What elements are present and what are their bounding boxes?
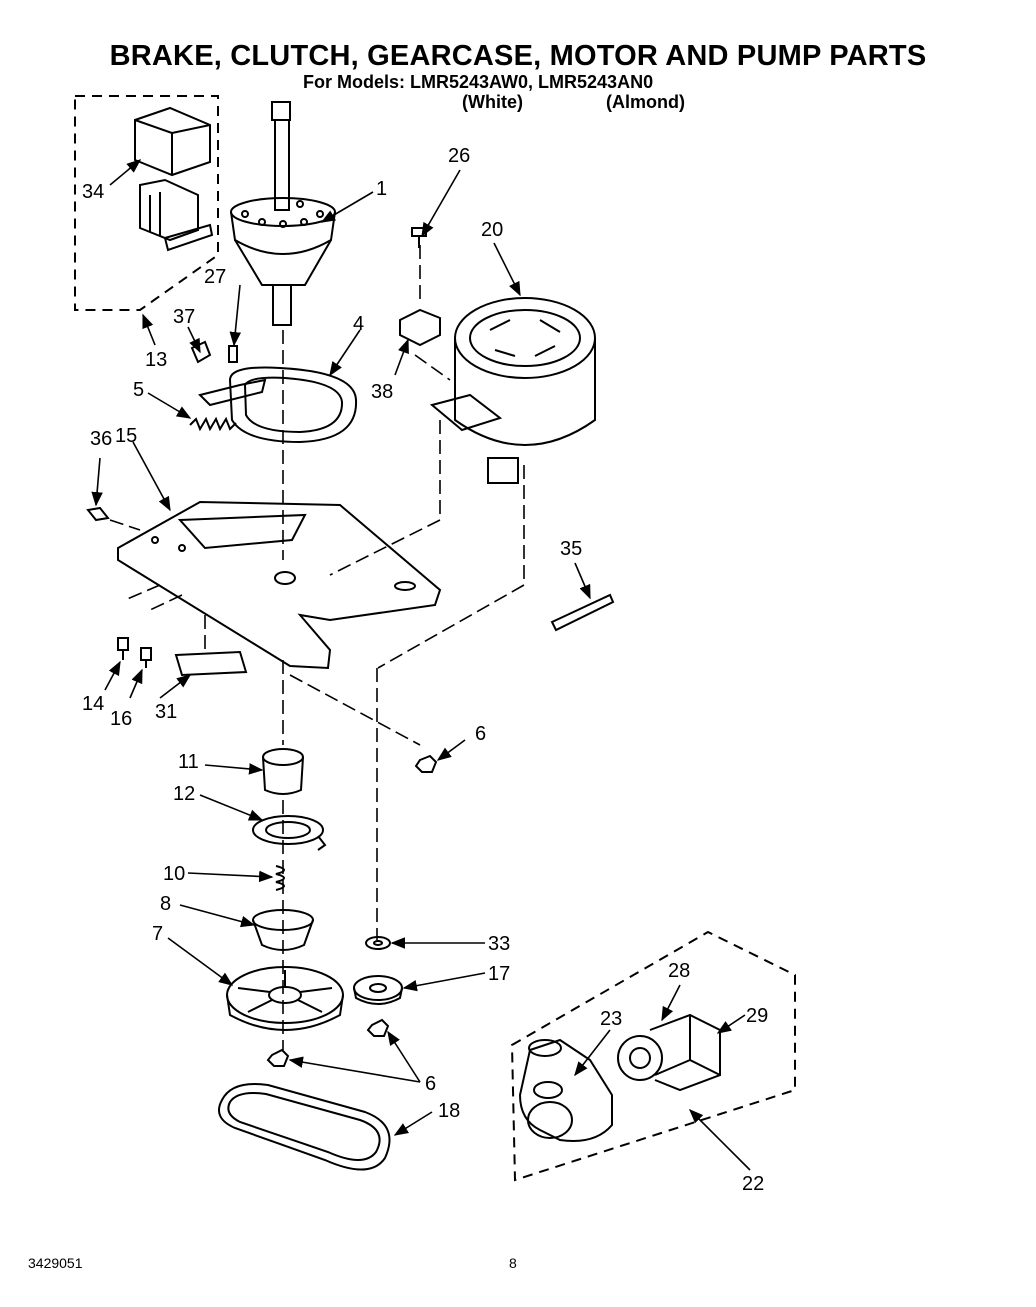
assembly-centerlines bbox=[109, 245, 525, 1050]
part-1-gearcase bbox=[230, 101, 336, 326]
part-37-clip bbox=[190, 340, 212, 364]
callout-12: 12 bbox=[173, 783, 195, 805]
callout-17: 17 bbox=[488, 963, 510, 985]
part-27-pin bbox=[228, 345, 238, 363]
callout-5: 5 bbox=[133, 379, 144, 401]
page-title: BRAKE, CLUTCH, GEARCASE, MOTOR AND PUMP … bbox=[109, 40, 927, 72]
part-34-relay-cover bbox=[134, 106, 214, 252]
callout-4: 4 bbox=[353, 313, 364, 335]
callout-14: 14 bbox=[82, 693, 104, 715]
part-7-pulley bbox=[226, 966, 344, 1031]
callout-leaders bbox=[91, 159, 751, 1171]
callout-31: 31 bbox=[155, 701, 177, 723]
part-14-screw bbox=[117, 637, 129, 660]
part-18-belt bbox=[218, 1083, 391, 1171]
part-36-bolt bbox=[86, 506, 110, 522]
part-5-spring bbox=[189, 416, 237, 432]
part-20-motor bbox=[429, 297, 596, 484]
callout-26: 26 bbox=[448, 145, 470, 167]
footer-page-number: 8 bbox=[509, 1255, 517, 1271]
callout-13: 13 bbox=[145, 349, 167, 371]
part-6-nut-upper bbox=[414, 754, 438, 773]
callout-20: 20 bbox=[481, 219, 503, 241]
callout-16: 16 bbox=[110, 708, 132, 730]
callout-38: 38 bbox=[371, 381, 393, 403]
part-10-spring bbox=[275, 865, 285, 891]
callout-35: 35 bbox=[560, 538, 582, 560]
part-38-bracket bbox=[399, 308, 441, 347]
group-box-22 bbox=[510, 930, 796, 1182]
callout-8: 8 bbox=[160, 893, 171, 915]
callout-1: 1 bbox=[376, 178, 387, 200]
part-16-screw bbox=[140, 647, 152, 668]
callout-27: 27 bbox=[204, 266, 226, 288]
callout-28: 28 bbox=[668, 960, 690, 982]
callout-18: 18 bbox=[438, 1100, 460, 1122]
part-17-idler bbox=[353, 975, 403, 1005]
callout-6-lower: 6 bbox=[425, 1073, 436, 1095]
callout-34: 34 bbox=[82, 181, 104, 203]
callout-33: 33 bbox=[488, 933, 510, 955]
part-26-screw bbox=[411, 227, 427, 248]
models-line: For Models: LMR5243AW0, LMR5243AN0 bbox=[303, 72, 654, 92]
part-6-nut-pulley bbox=[266, 1048, 290, 1067]
callout-6-upper: 6 bbox=[475, 723, 486, 745]
callout-29: 29 bbox=[746, 1005, 768, 1027]
part-4-brake-assembly bbox=[198, 366, 358, 444]
callout-7: 7 bbox=[152, 923, 163, 945]
callout-23: 23 bbox=[600, 1008, 622, 1030]
callout-36: 36 bbox=[90, 428, 112, 450]
callout-10: 10 bbox=[163, 863, 185, 885]
part-12-ring bbox=[252, 815, 327, 851]
group-box-34 bbox=[74, 95, 219, 311]
part-33-washer bbox=[365, 936, 391, 950]
callout-11: 11 bbox=[178, 751, 199, 773]
footer-part-number: 3429051 bbox=[28, 1255, 83, 1271]
part-6-nut-lower bbox=[366, 1018, 390, 1037]
variant-almond: (Almond) bbox=[606, 92, 685, 112]
part-28-pump-motor bbox=[617, 1013, 721, 1092]
callout-15: 15 bbox=[115, 425, 137, 447]
variant-white: (White) bbox=[462, 92, 523, 112]
part-31-strip bbox=[174, 650, 248, 677]
part-11-bushing bbox=[262, 748, 304, 795]
callout-22: 22 bbox=[742, 1173, 764, 1195]
callout-37: 37 bbox=[173, 306, 195, 328]
part-15-base-plate bbox=[117, 500, 442, 670]
part-35-cable-tie bbox=[550, 593, 615, 632]
part-23-pump-housing bbox=[518, 1038, 613, 1142]
